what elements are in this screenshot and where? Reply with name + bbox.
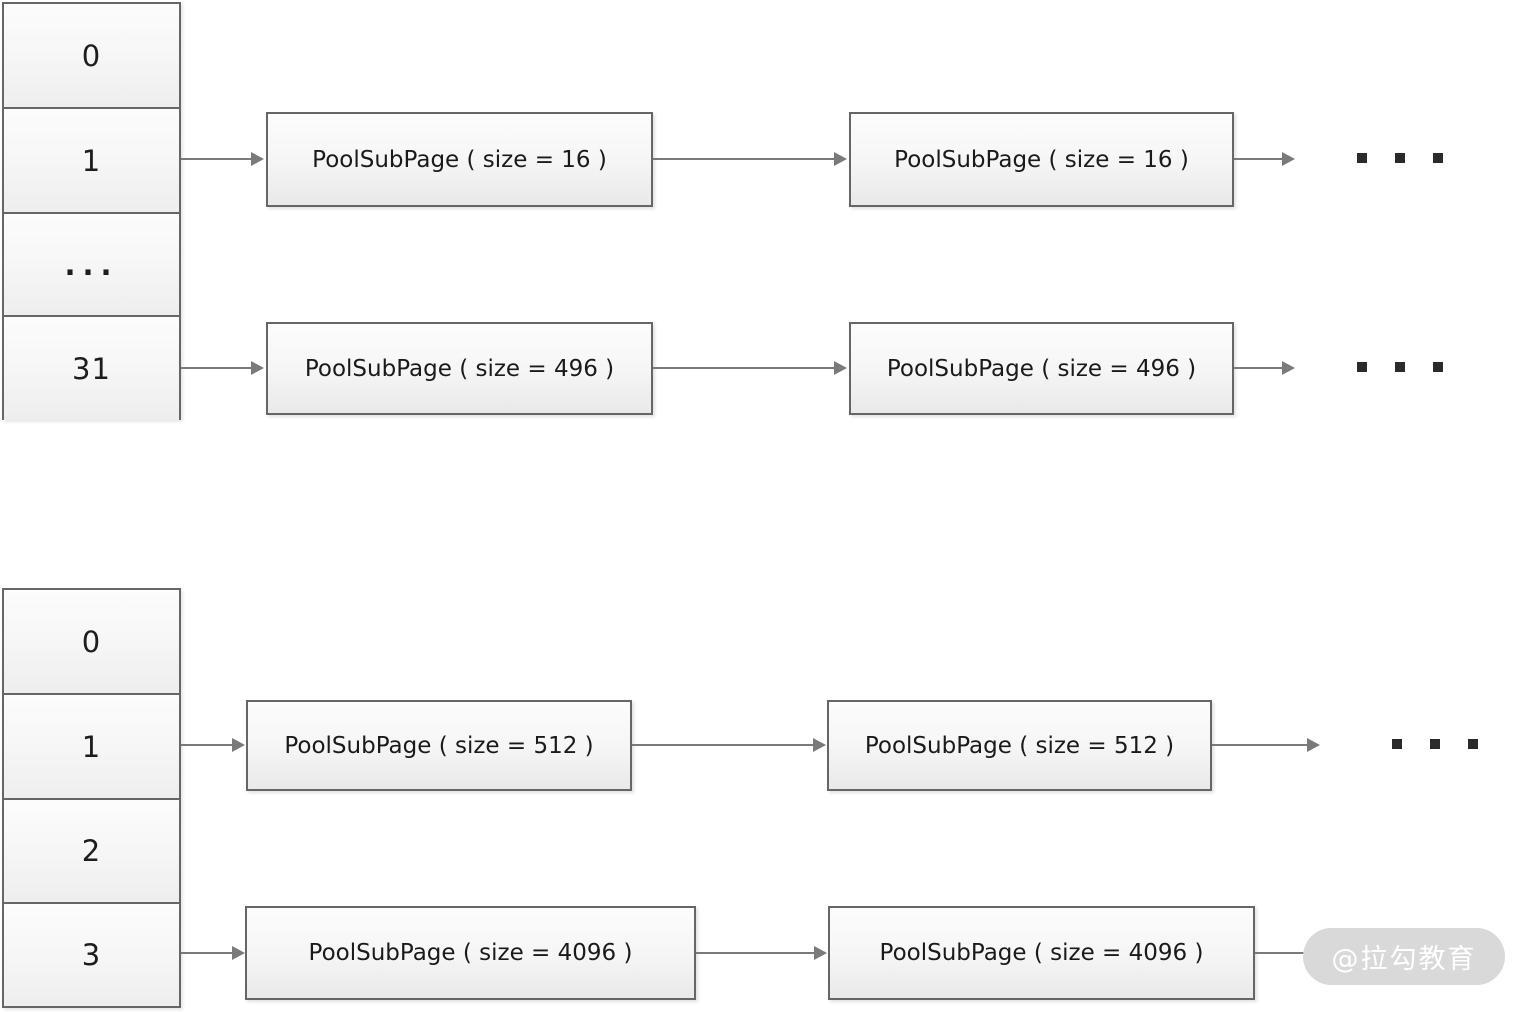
arrow-head [232,946,245,960]
small-node-4096-b[interactable]: PoolSubPage ( size = 4096 ) [828,906,1255,1000]
arrow-small1-node1-to-node2 [632,738,828,752]
tiny-chain-496-tail-ellipsis [1357,362,1443,372]
small-node-4096-a[interactable]: PoolSubPage ( size = 4096 ) [245,906,696,1000]
arrow-head [232,738,245,752]
small-node-4096-a-label: PoolSubPage ( size = 4096 ) [308,940,633,966]
arrow-shaft [696,952,816,954]
arrow-head [813,738,826,752]
small-index-cell-3-label: 3 [81,938,102,972]
tiny-node-496-a-label: PoolSubPage ( size = 496 ) [304,355,615,382]
ellipsis-dot [1433,362,1443,372]
small-index-cell-2[interactable]: 2 [4,800,179,904]
watermark-badge: @拉勾教育 [1303,928,1505,985]
tiny-node-16-b[interactable]: PoolSubPage ( size = 16 ) [849,112,1234,207]
tiny-node-496-b[interactable]: PoolSubPage ( size = 496 ) [849,322,1234,415]
watermark-label: @拉勾教育 [1331,944,1477,975]
arrow-shaft [181,158,253,160]
arrow-tiny1-table-to-node1 [181,152,266,166]
ellipsis-dot [1430,739,1440,749]
arrow-small1-table-to-node1 [181,738,247,752]
arrow-head [1282,152,1295,166]
tiny-index-cell-1-label: 1 [81,143,102,178]
tiny-index-table: 0 1 ... 31 [2,2,181,420]
small-index-cell-0[interactable]: 0 [4,590,179,695]
tiny-chain-16-tail-ellipsis [1357,153,1443,163]
small-chain-512-tail-ellipsis [1392,739,1478,749]
arrow-head [251,152,264,166]
arrow-shaft [653,367,836,369]
arrow-small1-node2-to-tail [1212,738,1322,752]
ellipsis-dot [1395,362,1405,372]
arrow-shaft [1234,367,1284,369]
arrow-head [1282,361,1295,375]
tiny-index-cell-31[interactable]: 31 [4,317,179,420]
ellipsis-dot [1433,153,1443,163]
small-node-512-a[interactable]: PoolSubPage ( size = 512 ) [246,700,632,791]
arrow-shaft [181,952,234,954]
arrow-shaft [1212,744,1309,746]
small-node-512-b-label: PoolSubPage ( size = 512 ) [864,732,1175,759]
tiny-index-cell-ellipsis[interactable]: ... [4,214,179,317]
arrow-shaft [181,367,253,369]
arrow-tiny31-node1-to-node2 [653,361,849,375]
arrow-shaft [181,744,234,746]
small-index-cell-1[interactable]: 1 [4,695,179,800]
small-node-512-a-label: PoolSubPage ( size = 512 ) [284,732,594,759]
small-index-cell-1-label: 1 [81,729,102,764]
arrow-small3-node1-to-node2 [696,946,829,960]
ellipsis-dot [1357,362,1367,372]
tiny-node-16-b-label: PoolSubPage ( size = 16 ) [894,146,1189,173]
arrow-head [834,152,847,166]
arrow-tiny31-table-to-node1 [181,361,266,375]
ellipsis-dot [1395,153,1405,163]
small-index-cell-2-label: 2 [81,834,102,868]
small-index-cell-0-label: 0 [81,624,102,659]
tiny-index-cell-ellipsis-label: ... [64,247,119,282]
arrow-tiny31-node2-to-tail [1234,361,1296,375]
arrow-head [834,361,847,375]
small-node-4096-b-label: PoolSubPage ( size = 4096 ) [879,940,1204,966]
arrow-shaft [653,158,836,160]
arrow-head [1307,738,1320,752]
tiny-node-16-a[interactable]: PoolSubPage ( size = 16 ) [266,112,653,207]
arrow-small3-table-to-node1 [181,946,247,960]
arrow-tiny1-node1-to-node2 [653,152,849,166]
arrow-tiny1-node2-to-tail [1234,152,1296,166]
small-index-cell-3[interactable]: 3 [4,904,179,1006]
arrow-head [251,361,264,375]
tiny-index-cell-1[interactable]: 1 [4,109,179,214]
arrow-shaft [1234,158,1284,160]
ellipsis-dot [1468,739,1478,749]
arrow-head [814,946,827,960]
small-index-table: 0 1 2 3 [2,588,181,1008]
tiny-index-cell-0-label: 0 [81,38,102,73]
arrow-shaft [632,744,815,746]
tiny-node-496-a[interactable]: PoolSubPage ( size = 496 ) [266,322,653,415]
tiny-node-16-a-label: PoolSubPage ( size = 16 ) [312,146,607,173]
ellipsis-dot [1357,153,1367,163]
tiny-index-cell-0[interactable]: 0 [4,4,179,109]
small-node-512-b[interactable]: PoolSubPage ( size = 512 ) [827,700,1212,791]
tiny-index-cell-31-label: 31 [72,351,111,386]
tiny-node-496-b-label: PoolSubPage ( size = 496 ) [886,355,1197,382]
ellipsis-dot [1392,739,1402,749]
